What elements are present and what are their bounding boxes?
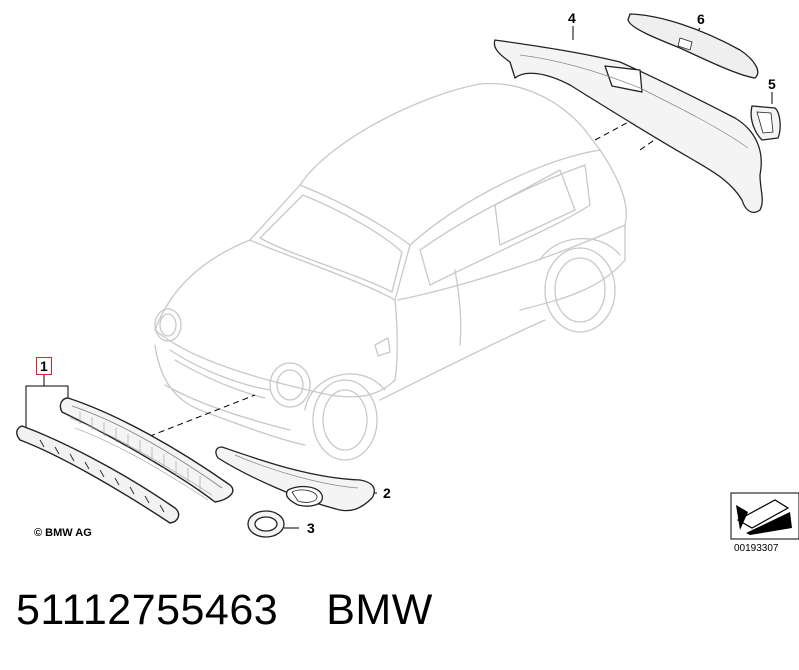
- copyright-text: © BMW AG: [34, 527, 92, 539]
- part-4-rear-trim[interactable]: [493, 39, 763, 214]
- callout-3[interactable]: 3: [307, 520, 315, 536]
- parts-diagram: [16, 13, 799, 540]
- callout-4[interactable]: 4: [568, 10, 576, 26]
- brand-name: BMW: [326, 586, 433, 634]
- caption: 51112755463 BMW: [16, 586, 433, 635]
- callout-1[interactable]: 1: [36, 357, 52, 375]
- diagram-number: 00193307: [734, 543, 779, 554]
- part-2-bumper-trim[interactable]: [215, 446, 375, 512]
- callout-5[interactable]: 5: [768, 76, 776, 92]
- part-1-grille[interactable]: [16, 397, 234, 524]
- part-6-rear-strip[interactable]: [627, 13, 759, 79]
- callout-2[interactable]: 2: [383, 485, 391, 501]
- part-5-reflector[interactable]: [750, 105, 781, 141]
- car-outline: [154, 82, 627, 461]
- callout-6[interactable]: 6: [697, 11, 705, 27]
- part-3-fog-ring[interactable]: [247, 510, 285, 538]
- leader-lines: [139, 104, 691, 441]
- diagram-logo-icon: [730, 492, 799, 540]
- part-number: 51112755463: [16, 586, 279, 634]
